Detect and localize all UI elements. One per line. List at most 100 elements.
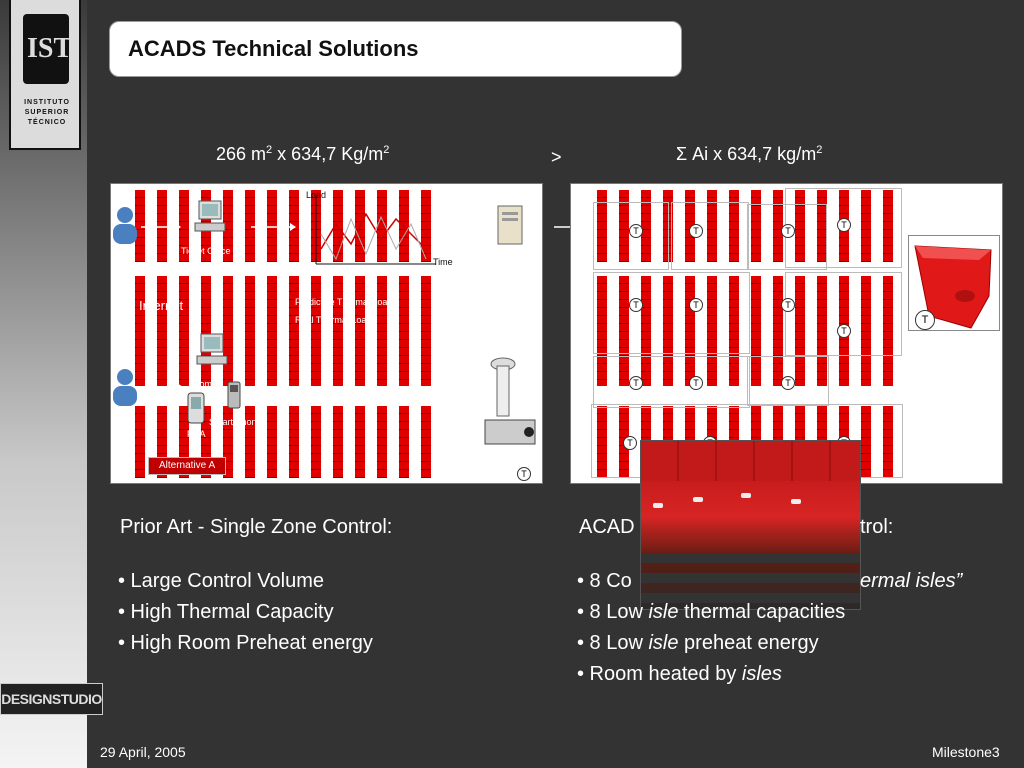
seat-column xyxy=(861,190,871,262)
left-formula: 266 m2 x 634,7 Kg/m2 xyxy=(216,144,389,165)
seat-column xyxy=(157,190,167,262)
left-formula-exp-1: 2 xyxy=(266,144,273,156)
user-icon xyxy=(113,207,137,244)
thermostat-badge: T xyxy=(629,298,643,312)
arrow-right-icon xyxy=(141,223,181,231)
seat-column xyxy=(179,276,189,386)
seat-column xyxy=(223,276,233,386)
seat-column xyxy=(817,190,827,262)
seat-column xyxy=(685,276,695,386)
right-formula-base: Σ Ai x 634,7 kg/m xyxy=(676,144,817,164)
seat-column xyxy=(333,406,343,478)
acads-bullet-1-start: • 8 Co xyxy=(577,570,632,592)
ist-logo-glyph: IST xyxy=(27,33,73,64)
isle-photo-light xyxy=(741,493,751,498)
thermostat-badge: T xyxy=(689,376,703,390)
isle-photo-seatbacks xyxy=(641,441,860,481)
arrow-right-icon xyxy=(251,223,296,231)
thermostat-badge: T xyxy=(915,310,935,330)
left-formula-base: 266 m xyxy=(216,144,267,164)
seat-column xyxy=(421,190,431,262)
seat-column xyxy=(883,276,893,386)
seat-column xyxy=(707,276,717,386)
seat-column xyxy=(355,276,365,386)
acads-bullet-2-b: thermal capacities xyxy=(678,601,846,623)
seat-column xyxy=(245,406,255,478)
graph-time-label: Time xyxy=(433,257,453,267)
thermostat-badge: T xyxy=(781,376,795,390)
pda-label: PDA xyxy=(187,429,206,439)
thermostat-badge: T xyxy=(517,467,531,481)
arrow-right-icon xyxy=(456,223,496,231)
logo-text-line-2: SUPERIOR xyxy=(24,109,70,116)
predictive-thermal-load-label: Predictive Thermal Load xyxy=(295,297,393,307)
smart-phone-icon xyxy=(227,381,241,409)
acads-title-start: ACAD xyxy=(579,516,635,538)
seat-column xyxy=(289,406,299,478)
ist-logo: IST INSTITUTO SUPERIOR TÉCNICO xyxy=(9,0,81,150)
acads-title-end: trol: xyxy=(860,516,894,538)
alternative-c-image xyxy=(908,235,1000,331)
seat-column xyxy=(223,190,233,262)
alternative-b-label: Alternative B xyxy=(479,459,531,469)
thermostat-badge: T xyxy=(837,324,851,338)
acads-bullet-2: • 8 Low isle thermal capacities xyxy=(577,601,845,624)
seat-column xyxy=(729,190,739,262)
seat-heater-model-icon xyxy=(914,245,992,329)
isle-zone xyxy=(671,202,749,270)
user-icon xyxy=(113,369,137,406)
seat-column xyxy=(311,406,321,478)
isle-photo-light xyxy=(791,499,801,504)
slide-title-box: ACADS Technical Solutions xyxy=(109,21,682,77)
seat-column xyxy=(355,406,365,478)
seat-column xyxy=(223,406,233,478)
seat-column xyxy=(179,406,189,478)
footer-date: 29 April, 2005 xyxy=(100,744,186,760)
seat-column xyxy=(399,276,409,386)
isle-photo-step xyxy=(641,553,860,563)
computer-icon xyxy=(196,333,228,365)
acads-bullet-3-a: • 8 Low xyxy=(577,632,649,654)
seat-column xyxy=(311,276,321,386)
seat-column xyxy=(597,276,607,386)
acads-bullet-3: • 8 Low isle preheat energy xyxy=(577,632,819,655)
prior-art-bullet-3: • High Room Preheat energy xyxy=(118,632,373,654)
seat-column xyxy=(245,276,255,386)
seat-column xyxy=(641,276,651,386)
seat-column xyxy=(157,276,167,386)
alternative-c-label: Alternative C xyxy=(921,344,979,355)
thermostat-badge: T xyxy=(629,224,643,238)
single-zone-diagram: Load Time Predictive Thermal Load Real T… xyxy=(110,183,543,484)
right-formula: Σ Ai x 634,7 kg/m2 xyxy=(676,144,822,165)
pda-icon xyxy=(187,392,205,424)
logo-text-line-3: TÉCNICO xyxy=(27,119,67,126)
seat-column xyxy=(135,406,145,478)
thermostat-badge: T xyxy=(837,218,851,232)
acads-bullet-3-em: isle xyxy=(648,632,679,654)
seat-column xyxy=(421,276,431,386)
prior-art-bullet-2: • High Thermal Capacity xyxy=(118,601,334,623)
designstudio-logo: DESIGNSTUDIO xyxy=(0,683,103,715)
seat-column xyxy=(421,406,431,478)
thermostat-badge: T xyxy=(781,224,795,238)
duct-bar xyxy=(990,248,994,423)
thermostat-badge: T xyxy=(689,224,703,238)
arrow-right-icon xyxy=(143,383,183,391)
acads-bullet-4: • Room heated by isles xyxy=(577,663,782,686)
left-formula-exp-2: 2 xyxy=(383,144,390,156)
real-thermal-load-label: Real Thermal Load xyxy=(295,315,372,325)
seat-column xyxy=(333,276,343,386)
ist-logo-mark: IST xyxy=(23,14,73,84)
compare-symbol: > xyxy=(551,147,562,167)
seat-column xyxy=(663,276,673,386)
seat-column xyxy=(883,190,893,262)
isle-zone xyxy=(747,356,829,406)
seat-column xyxy=(157,406,167,478)
ist-logo-text: INSTITUTO SUPERIOR TÉCNICO xyxy=(15,98,79,128)
isle-zone xyxy=(747,204,827,270)
seat-column xyxy=(201,406,211,478)
seat-column xyxy=(267,276,277,386)
left-formula-mid: x 634,7 Kg/m xyxy=(272,144,384,164)
seat-column xyxy=(135,276,145,386)
